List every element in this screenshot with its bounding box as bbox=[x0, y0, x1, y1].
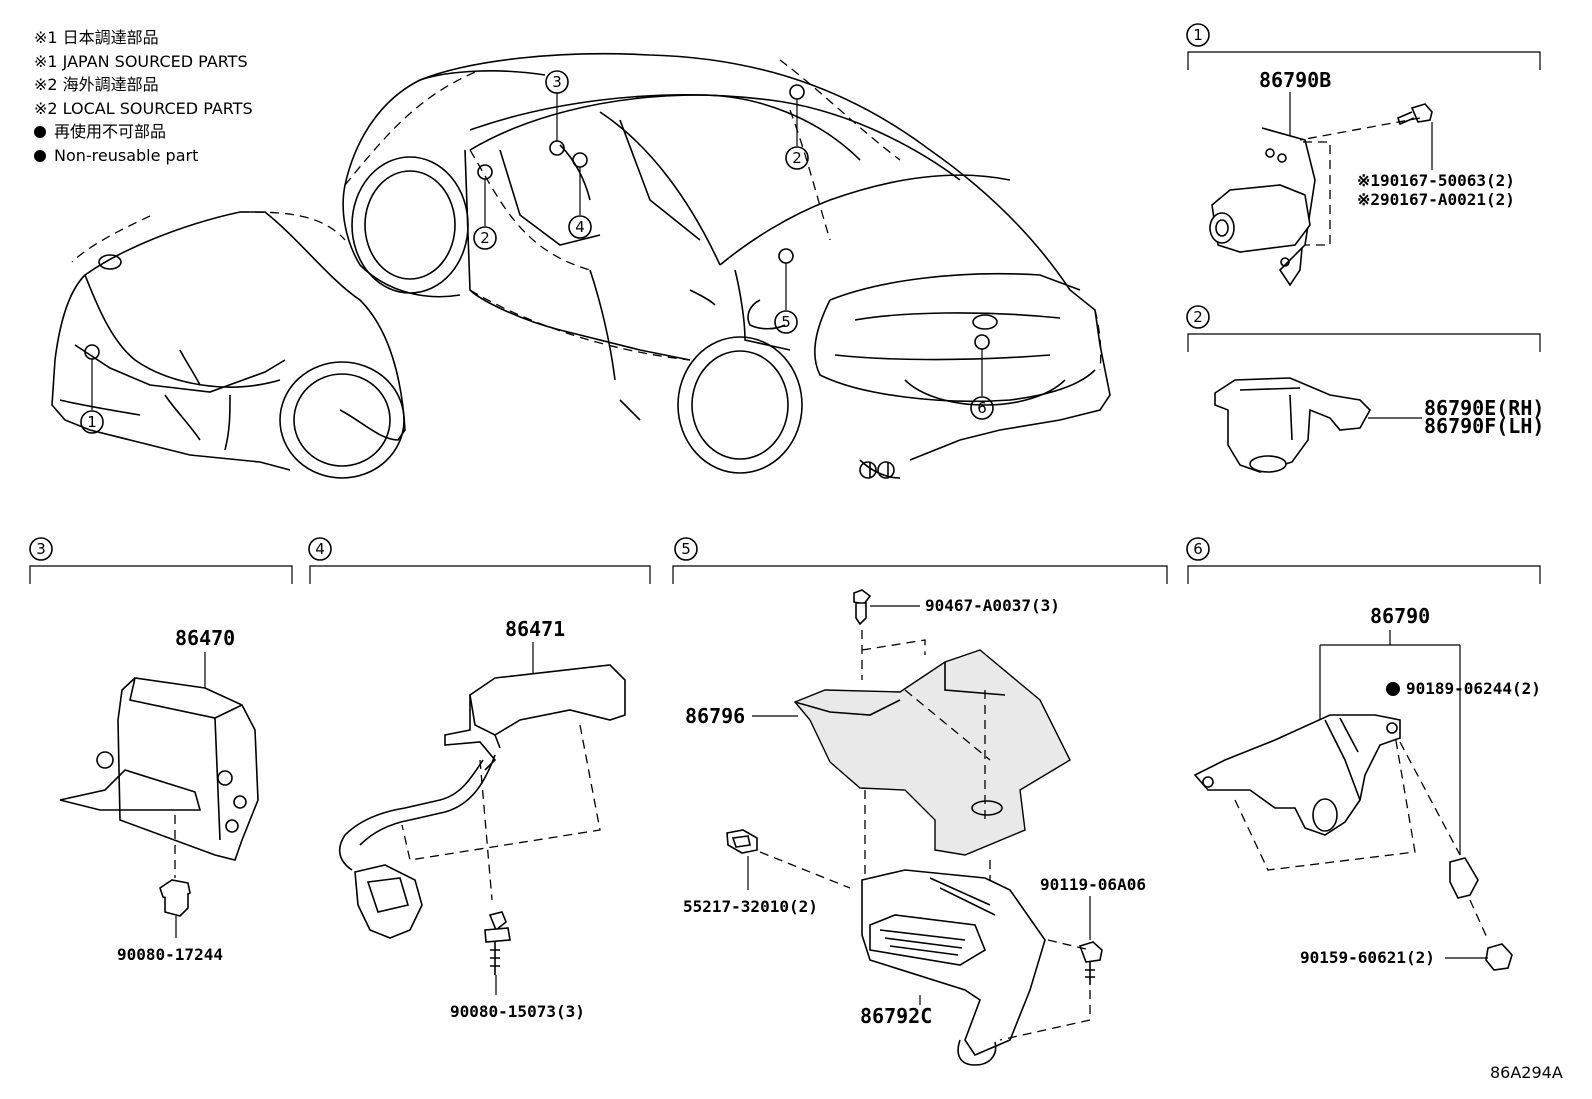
clip-90189-06244-label: 90189-06244(2) bbox=[1406, 679, 1541, 698]
legend-nonreusable-jp: 再使用不可部品 bbox=[34, 120, 253, 144]
part-86792C-label: 86792C bbox=[860, 1004, 932, 1028]
section-4-number: 4 bbox=[315, 540, 325, 558]
diagram-code: 86A294A bbox=[1490, 1063, 1563, 1082]
section-6: 6 86790 90189-06244(2) 90159-60621(2) bbox=[1186, 537, 1541, 971]
ecu-86470 bbox=[117, 677, 259, 861]
camera-body-86790B bbox=[1211, 184, 1311, 253]
section-3: 3 86470 90080-17244 bbox=[29, 537, 293, 964]
part-86796-label: 86796 bbox=[685, 704, 745, 728]
nut-55217-32010 bbox=[726, 829, 758, 854]
section-3-number: 3 bbox=[36, 540, 46, 558]
callout-6-label: 6 bbox=[977, 399, 987, 417]
part-86470-label: 86470 bbox=[175, 626, 235, 650]
legend-japan-en: ※1 JAPAN SOURCED PARTS bbox=[34, 51, 248, 71]
callout-4-label: 4 bbox=[575, 218, 585, 236]
cover-86796 bbox=[793, 649, 1071, 856]
ecu-86792C bbox=[869, 914, 986, 966]
legend-local-jp: ※2 海外調達部品 bbox=[34, 75, 159, 94]
screw-90159-60621-label: 90159-60621(2) bbox=[1300, 948, 1435, 967]
screw-90159-60621 bbox=[1485, 943, 1513, 971]
part-86790F-label: 86790F(LH) bbox=[1424, 414, 1544, 438]
callout-2-left-label: 2 bbox=[480, 229, 490, 247]
part-86471-label: 86471 bbox=[505, 617, 565, 641]
section-4: 4 86471 90080-15073(3) bbox=[308, 537, 651, 1021]
section-1: 1 86790B ※190167-50063(2) ※290167-A0021(… bbox=[1186, 23, 1541, 287]
part-86790-label: 86790 bbox=[1370, 604, 1430, 628]
bolt-90167-50063-label: ※190167-50063(2) bbox=[1357, 171, 1515, 190]
legend-japan-jp: ※1 日本調達部品 bbox=[34, 28, 159, 47]
bolt-90080-15073-label: 90080-15073(3) bbox=[450, 1002, 585, 1021]
bolt-90167-A0021-label: ※290167-A0021(2) bbox=[1357, 190, 1515, 209]
section-2: 2 86790E(RH) 86790F(LH) bbox=[1186, 305, 1544, 473]
callout-5-label: 5 bbox=[781, 313, 791, 331]
part-86790B-label: 86790B bbox=[1259, 68, 1331, 92]
section-1-number: 1 bbox=[1193, 26, 1203, 44]
section-5-number: 5 bbox=[681, 540, 691, 558]
clip-90189-06244 bbox=[1449, 857, 1479, 899]
legend-nonreusable-en: Non-reusable part bbox=[34, 144, 253, 168]
legend: ※1 日本調達部品 ※1 JAPAN SOURCED PARTS ※2 海外調達… bbox=[34, 26, 253, 167]
side-camera-86790E-F bbox=[1214, 377, 1371, 473]
section-6-number: 6 bbox=[1193, 540, 1203, 558]
section-2-number: 2 bbox=[1193, 308, 1203, 326]
clip-90467-A0037-label: 90467-A0037(3) bbox=[925, 596, 1060, 615]
part-86790E-label: 86790E(RH) bbox=[1424, 396, 1544, 420]
callout-2-right-label: 2 bbox=[792, 149, 802, 167]
legend-local-en: ※2 LOCAL SOURCED PARTS bbox=[34, 98, 253, 118]
bolt-90119-06A06-label: 90119-06A06 bbox=[1040, 875, 1146, 894]
connector-86471 bbox=[354, 864, 423, 939]
non-reusable-dot-icon bbox=[34, 126, 46, 138]
callout-3-label: 3 bbox=[552, 73, 562, 91]
nut-55217-32010-label: 55217-32010(2) bbox=[683, 897, 818, 916]
rear-camera-86790 bbox=[1193, 714, 1401, 836]
nut-90080-17244-label: 90080-17244 bbox=[117, 945, 223, 964]
section-5: 5 90467-A0037(3) 86796 55217-32010(2) 86… bbox=[672, 537, 1168, 1066]
callout-1-label: 1 bbox=[87, 413, 97, 431]
bracket-86471 bbox=[469, 664, 626, 736]
non-reusable-dot bbox=[1386, 682, 1400, 696]
non-reusable-dot-icon bbox=[34, 149, 46, 162]
legend-nonreusable-en-text: Non-reusable part bbox=[54, 145, 199, 165]
vehicle-callouts: 1 2 2 3 4 5 6 bbox=[80, 70, 994, 434]
legend-nonreusable-jp-text: 再使用不可部品 bbox=[54, 122, 167, 141]
